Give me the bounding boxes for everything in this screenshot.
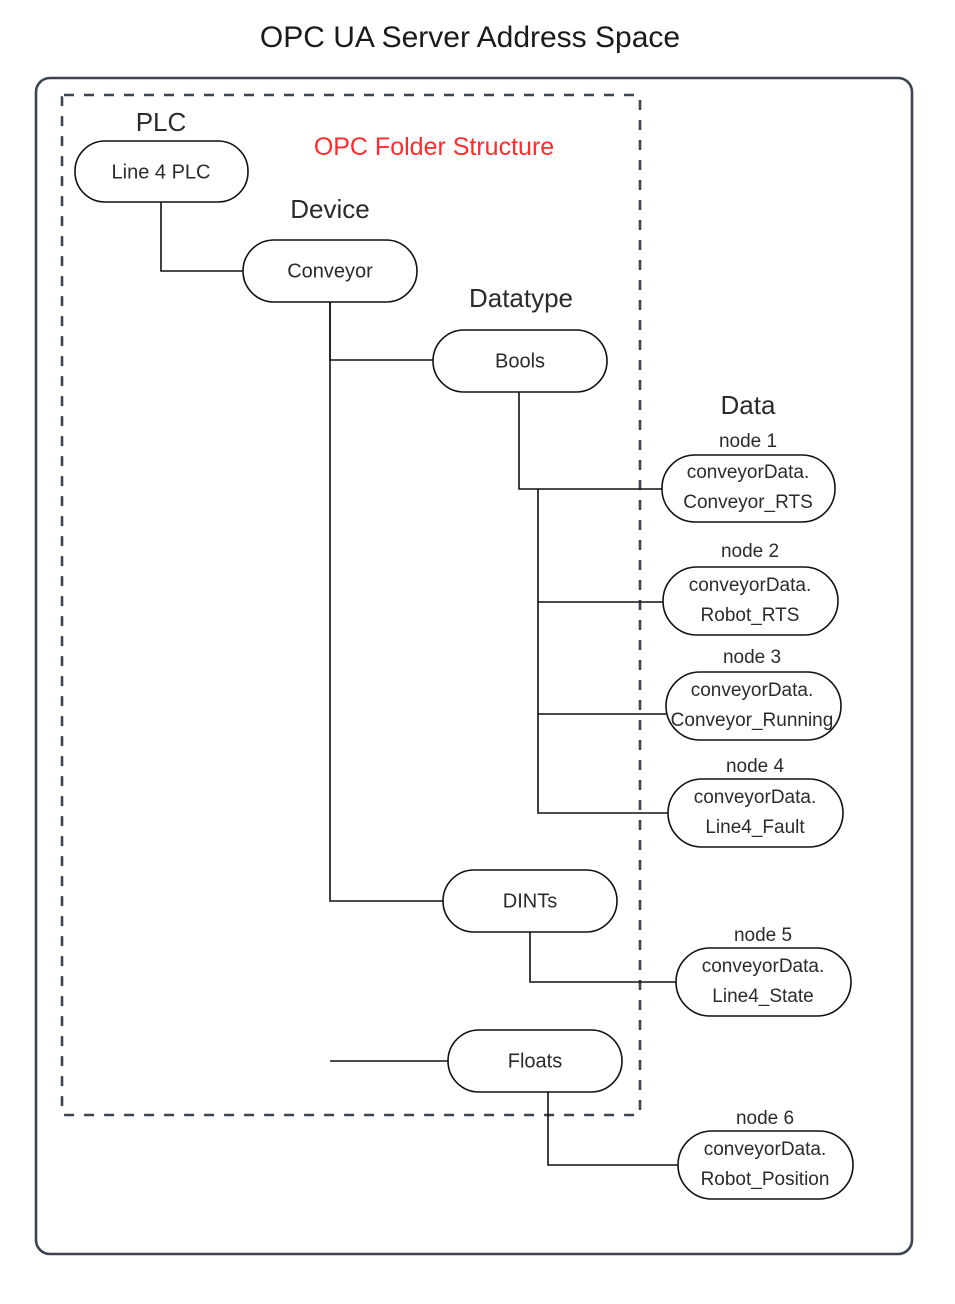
data-node-4-line1: conveyorData. bbox=[694, 787, 817, 808]
data-node-1-line2: Conveyor_RTS bbox=[683, 492, 813, 513]
data-node-3-line2: Conveyor_Running bbox=[671, 710, 834, 731]
data-node-3-line1: conveyorData. bbox=[691, 680, 814, 701]
data-node-2-caption: node 2 bbox=[721, 541, 779, 562]
data-node-1[interactable]: node 1 conveyorData. Conveyor_RTS bbox=[661, 431, 836, 523]
data-node-6[interactable]: node 6 conveyorData. Robot_Position bbox=[677, 1108, 854, 1200]
server-address-space-frame bbox=[34, 76, 914, 1256]
data-node-4-shape[interactable] bbox=[667, 778, 844, 848]
edge-dints-to-node5 bbox=[529, 932, 676, 983]
data-node-4-caption: node 4 bbox=[726, 756, 785, 777]
edge-floats-to-node6 bbox=[547, 1092, 678, 1166]
data-node-5-line1: conveyorData. bbox=[702, 956, 825, 977]
node-datatype-floats[interactable]: Floats bbox=[447, 1029, 623, 1093]
node-datatype-bools[interactable]: Bools bbox=[432, 329, 608, 393]
node-dints-label: DINTs bbox=[503, 890, 557, 912]
node-device-shape[interactable] bbox=[242, 239, 418, 303]
data-node-1-caption: node 1 bbox=[719, 431, 777, 452]
data-node-2[interactable]: node 2 conveyorData. Robot_RTS bbox=[662, 541, 839, 636]
edge-conveyor-to-bools bbox=[329, 302, 433, 361]
data-node-1-shape[interactable] bbox=[661, 454, 836, 523]
group-caption-device: Device bbox=[290, 194, 369, 224]
data-node-2-line2: Robot_RTS bbox=[701, 605, 800, 626]
node-floats-label: Floats bbox=[508, 1050, 562, 1072]
data-node-6-shape[interactable] bbox=[677, 1130, 854, 1200]
data-node-2-line1: conveyorData. bbox=[689, 575, 812, 596]
data-node-4-line2: Line4_Fault bbox=[705, 817, 805, 838]
data-node-5-shape[interactable] bbox=[675, 947, 852, 1017]
data-node-1-line1: conveyorData. bbox=[687, 462, 810, 483]
edge-bools-to-node4 bbox=[537, 714, 668, 814]
edge-bools-to-node3 bbox=[537, 602, 666, 715]
data-node-6-line1: conveyorData. bbox=[704, 1139, 827, 1160]
data-node-6-caption: node 6 bbox=[736, 1108, 794, 1129]
node-device-label: Conveyor bbox=[287, 260, 373, 282]
node-plc-shape[interactable] bbox=[74, 140, 249, 203]
group-caption-datatype: Datatype bbox=[469, 283, 573, 313]
data-node-2-shape[interactable] bbox=[662, 566, 839, 636]
node-bools-shape[interactable] bbox=[432, 329, 608, 393]
data-node-4[interactable]: node 4 conveyorData. Line4_Fault bbox=[667, 756, 844, 848]
opc-folder-structure-label: OPC Folder Structure bbox=[314, 133, 554, 161]
data-node-3-shape[interactable] bbox=[665, 671, 842, 741]
data-node-3-caption: node 3 bbox=[723, 647, 781, 668]
node-floats-shape[interactable] bbox=[447, 1029, 623, 1093]
data-node-6-line2: Robot_Position bbox=[701, 1169, 830, 1190]
node-plc-label: Line 4 PLC bbox=[112, 161, 211, 183]
edge-bools-to-node2 bbox=[537, 489, 663, 603]
data-node-5-line2: Line4_State bbox=[712, 986, 813, 1007]
opc-folder-structure-frame bbox=[60, 93, 642, 1117]
data-node-5[interactable]: node 5 conveyorData. Line4_State bbox=[675, 925, 852, 1017]
edge-plc-to-conveyor bbox=[160, 202, 243, 272]
node-device-conveyor[interactable]: Conveyor bbox=[242, 239, 418, 303]
page-title: OPC UA Server Address Space bbox=[260, 21, 680, 54]
edge-bools-to-node1 bbox=[518, 392, 662, 490]
group-caption-plc: PLC bbox=[136, 107, 187, 137]
node-dints-shape[interactable] bbox=[442, 869, 618, 933]
data-node-5-caption: node 5 bbox=[734, 925, 792, 946]
node-datatype-dints[interactable]: DINTs bbox=[442, 869, 618, 933]
data-node-3[interactable]: node 3 conveyorData. Conveyor_Running bbox=[665, 647, 842, 741]
edge-conveyor-to-dints bbox=[329, 302, 443, 902]
node-plc[interactable]: Line 4 PLC bbox=[74, 140, 249, 203]
group-caption-data: Data bbox=[721, 390, 776, 420]
node-bools-label: Bools bbox=[495, 350, 545, 372]
